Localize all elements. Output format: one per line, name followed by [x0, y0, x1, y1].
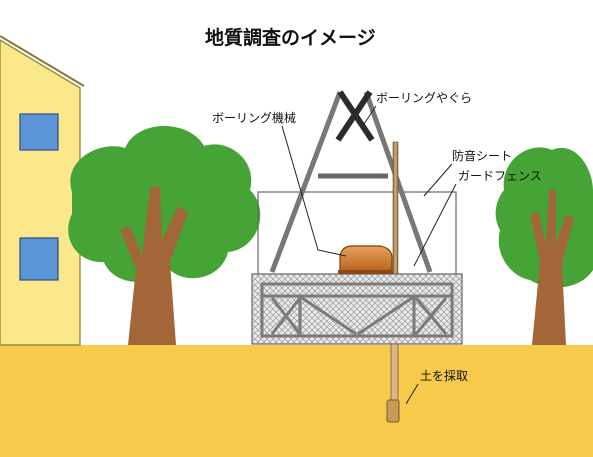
house-window-upper	[19, 113, 59, 151]
label-rig: ボーリングやぐら	[376, 91, 472, 105]
label-guard-fence: ガードフェンス	[458, 169, 542, 183]
house-icon	[0, 35, 85, 346]
leader-lines	[281, 105, 457, 405]
tree-icon	[495, 147, 593, 345]
house-window-lower	[19, 237, 59, 281]
label-machine: ボーリング機械	[212, 110, 296, 125]
guard-fence	[251, 273, 463, 345]
tree-icon	[68, 126, 261, 345]
diagram-title: 地質調査のイメージ	[205, 26, 376, 49]
borehole-rod	[390, 343, 399, 401]
drilling-machine-icon	[338, 245, 394, 274]
sampler-icon	[386, 399, 400, 423]
drill-rod	[392, 141, 399, 275]
label-soil-sampling: 土を採取	[420, 369, 468, 383]
label-sound-sheet: 防音シート	[452, 148, 512, 163]
ground	[0, 345, 593, 457]
